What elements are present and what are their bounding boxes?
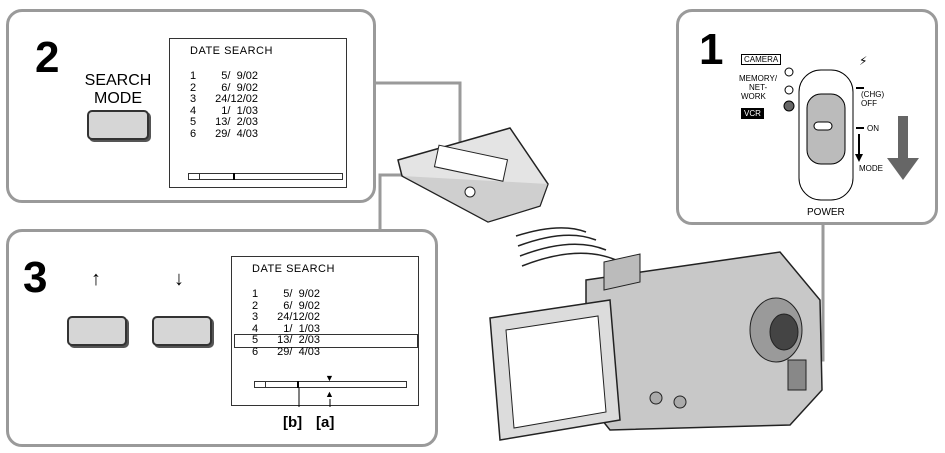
- cassette-icon: [256, 382, 266, 387]
- date-entry: 6 29/ 4/03: [190, 127, 258, 141]
- date-entry-number: 5: [252, 334, 259, 346]
- date-entry-date: 1/ 1/03: [283, 322, 320, 335]
- selection-highlight: [234, 334, 418, 348]
- cassette-icon: [190, 174, 200, 179]
- date-entry-number: 3: [190, 93, 197, 105]
- camcorder: [489, 251, 823, 441]
- date-entry: 4 1/ 1/03: [252, 322, 320, 336]
- date-search-screen: DATE SEARCH 1 5/ 9/02 2 6/ 9/02 3 24/12/02 4 1/…: [231, 256, 419, 407]
- search-mode-label: SEARCH MODE: [73, 72, 163, 108]
- vcr-label: VCR: [741, 108, 764, 119]
- date-entry-number: 3: [252, 311, 259, 323]
- down-arrow-icon: [887, 158, 919, 180]
- date-search-screen: DATE SEARCH 1 5/ 9/02 2 6/ 9/02 3 24/12/02 4 1/…: [169, 38, 347, 188]
- vcr-lamp-icon: [783, 100, 795, 112]
- off-label: OFF: [861, 99, 877, 108]
- memory-label: MEMORY/: [739, 74, 778, 83]
- screen-title: DATE SEARCH: [190, 45, 273, 57]
- knob-button-icon: [813, 121, 833, 131]
- infrared-waves-icon: [515, 227, 617, 267]
- marker-b-label: [b]: [283, 414, 303, 431]
- triangle-up-icon: ▲: [325, 389, 334, 399]
- date-entry-date: 24/12/02: [215, 93, 258, 105]
- date-entry: 1 5/ 9/02: [252, 288, 320, 301]
- down-arrow-icon: ↓: [174, 268, 184, 290]
- up-arrow-icon: ↑: [91, 268, 101, 290]
- date-entry: 6 29/ 4/03: [252, 345, 320, 359]
- search-mode-label-line1: SEARCH: [84, 72, 152, 89]
- step-number: 3: [23, 253, 48, 302]
- search-mode-label-line2: MODE: [94, 90, 142, 107]
- date-entry: 3 24/12/02: [252, 311, 320, 324]
- camera-lamp-icon: [784, 67, 794, 77]
- date-entry-date: 13/ 2/03: [277, 334, 320, 346]
- marker-a-label: [a]: [316, 414, 335, 431]
- mode-label: MODE: [859, 164, 883, 173]
- marker-leader-lines: [298, 388, 331, 407]
- date-entry-date: 29/ 4/03: [215, 127, 258, 140]
- date-entry: 4 1/ 1/03: [190, 104, 258, 118]
- date-entry-date: 6/ 9/02: [283, 299, 320, 312]
- down-button[interactable]: [152, 316, 212, 346]
- remote-button-area: [433, 144, 509, 182]
- position-marker: [233, 173, 235, 180]
- step-number: 2: [35, 33, 60, 82]
- date-entry-number: 1: [252, 288, 259, 300]
- search-mode-button[interactable]: [87, 110, 149, 140]
- camera-label: CAMERA: [741, 54, 782, 65]
- power-label: POWER: [807, 207, 845, 218]
- tape-position-bar: [188, 173, 343, 180]
- power-switch-drawing: ⚡: [783, 54, 919, 201]
- work-label: WORK: [741, 92, 766, 101]
- tape-position-bar: [254, 381, 407, 388]
- date-entry-number: 1: [190, 70, 197, 82]
- step-number: 1: [699, 25, 724, 74]
- remote-dial-icon: [464, 186, 476, 198]
- on-label: ON: [867, 124, 879, 133]
- date-entry-number: 6: [190, 127, 197, 140]
- screen-title: DATE SEARCH: [252, 263, 335, 275]
- date-entry-number: 6: [252, 345, 259, 358]
- remote-control: [397, 127, 549, 223]
- date-entry-date: 24/12/02: [277, 311, 320, 323]
- net-label: NET-: [749, 83, 768, 92]
- step-3-panel: 3 ↑ ↓ DATE SEARCH 1 5/ 9/02 2 6/ 9/02 3 24/12…: [6, 229, 438, 447]
- date-entry-number: 4: [252, 322, 259, 335]
- date-entry: 3 24/12/02: [190, 93, 258, 106]
- date-entry-date: 5/ 9/02: [283, 288, 320, 300]
- date-entry-date: 13/ 2/03: [215, 116, 258, 128]
- memory-lamp-icon: [784, 85, 794, 95]
- mode-arrow-head-icon: [855, 154, 863, 162]
- date-entry: 1 5/ 9/02: [190, 70, 258, 83]
- camcorder-power-switch: [787, 359, 807, 391]
- date-entry-number: 2: [252, 299, 259, 312]
- connector-panel2-remote: [376, 81, 462, 158]
- date-entry-date: 5/ 9/02: [221, 70, 258, 82]
- triangle-down-icon: ▼: [325, 373, 334, 383]
- date-entry-date: 6/ 9/02: [221, 81, 258, 94]
- date-entry: 5 13/ 2/03: [252, 334, 320, 347]
- chg-label: (CHG): [861, 90, 885, 99]
- date-entry-number: 2: [190, 81, 197, 94]
- date-entry: 2 6/ 9/02: [252, 299, 320, 313]
- step-1-panel: 1 CAMERA MEMORY/ NET- WORK VCR ⚡ (CHG) O…: [676, 9, 938, 225]
- date-entry-date: 29/ 4/03: [277, 345, 320, 358]
- lcd-screen: [505, 315, 607, 429]
- step-2-panel: 2 SEARCH MODE DATE SEARCH 1 5/ 9/02 2 6/ 9/…: [6, 9, 376, 203]
- big-arrow-shaft: [898, 116, 908, 160]
- charge-bolt-icon: ⚡: [859, 54, 867, 68]
- up-button[interactable]: [67, 316, 127, 346]
- date-entry: 2 6/ 9/02: [190, 81, 258, 95]
- date-entry-number: 5: [190, 116, 197, 128]
- position-marker-b: [297, 381, 299, 388]
- date-entry: 5 13/ 2/03: [190, 116, 258, 129]
- date-list: 1 5/ 9/02 2 6/ 9/02 3 24/12/02 4 1/ 1/03 5 13/ 2/…: [252, 288, 320, 359]
- date-entry-date: 1/ 1/03: [221, 104, 258, 117]
- date-entry-number: 4: [190, 104, 197, 117]
- date-list: 1 5/ 9/02 2 6/ 9/02 3 24/12/02 4 1/ 1/03 5 13/ 2/…: [190, 70, 258, 141]
